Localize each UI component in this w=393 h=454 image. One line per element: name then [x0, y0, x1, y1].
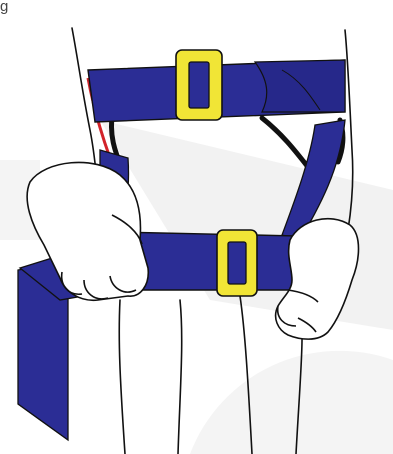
waist-belt-fold [255, 60, 345, 112]
background-circle [190, 351, 393, 454]
leg-buckle [217, 230, 257, 296]
waist-buckle-slot [189, 62, 209, 108]
leg-buckle-slot [228, 242, 246, 284]
left-leg-outer-line [119, 300, 125, 454]
waist-buckle [176, 50, 222, 120]
left-leg-inner-line [178, 300, 182, 454]
